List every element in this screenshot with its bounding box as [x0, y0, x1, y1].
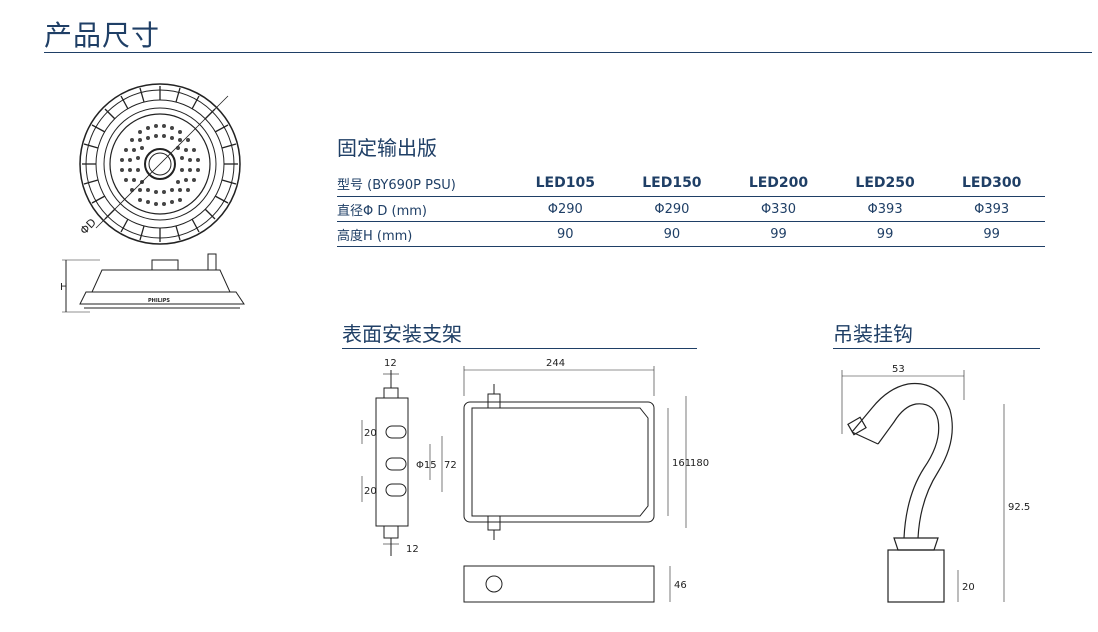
- dim-slot2: 20: [364, 486, 377, 497]
- dim-length: 244: [546, 358, 565, 369]
- dia-label: ΦD: [78, 216, 99, 237]
- bracket-section-title: 表面安装支架: [342, 322, 462, 346]
- dim-outer-height: 180: [690, 458, 709, 469]
- dim-depth: 46: [674, 580, 687, 591]
- fixed-section-title: 固定输出版: [337, 136, 437, 160]
- table-row: 直径Φ D (mm) Φ290 Φ290 Φ330 Φ393 Φ393: [337, 196, 1045, 222]
- row-label: 高度H (mm): [337, 221, 512, 247]
- table-cell: Φ393: [831, 196, 939, 222]
- table-header-row: 型号 (BY690P PSU) LED105 LED150 LED200 LED…: [337, 170, 1045, 197]
- lamp-drawing: ΦD H PHILIPS: [60, 83, 245, 313]
- table-row: 高度H (mm) 90 90 99 99 99: [337, 221, 1045, 247]
- dim-slot1: 20: [364, 428, 377, 439]
- header-label: 型号 (BY690P PSU): [337, 170, 512, 197]
- title-divider: [44, 52, 1092, 53]
- bracket-section-divider: [342, 348, 697, 349]
- brand-label: PHILIPS: [148, 298, 170, 304]
- model-header: LED250: [831, 170, 939, 197]
- dim-hole: Φ15: [416, 460, 437, 471]
- dim-hook-width: 53: [892, 364, 905, 375]
- table-cell: 99: [831, 221, 939, 247]
- table-cell: Φ330: [725, 196, 832, 222]
- table-cell: 90: [618, 221, 726, 247]
- model-header: LED200: [725, 170, 832, 197]
- table-cell: Φ290: [618, 196, 726, 222]
- model-header: LED105: [512, 170, 619, 197]
- dim-inner-height: 161: [672, 458, 691, 469]
- page-title: 产品尺寸: [44, 19, 161, 52]
- dim-spacing: 72: [444, 460, 457, 471]
- dim-top-width: 12: [384, 358, 397, 369]
- model-header: LED150: [618, 170, 726, 197]
- table-cell: Φ393: [938, 196, 1045, 222]
- table-cell: Φ290: [512, 196, 619, 222]
- row-label: 直径Φ D (mm): [337, 196, 512, 222]
- hook-section-title: 吊装挂钩: [833, 322, 913, 346]
- model-header: LED300: [938, 170, 1045, 197]
- table-cell: 99: [725, 221, 832, 247]
- dim-hook-height: 92.5: [1008, 502, 1030, 513]
- table-cell: 90: [512, 221, 619, 247]
- table-cell: 99: [938, 221, 1045, 247]
- hook-drawing: 53 92.5 20: [841, 364, 1030, 603]
- spec-table: 型号 (BY690P PSU) LED105 LED150 LED200 LED…: [337, 170, 1045, 247]
- hook-section-divider: [833, 348, 1040, 349]
- height-label: H: [60, 282, 68, 293]
- dim-bottom-width: 12: [406, 544, 419, 555]
- bracket-drawing: 12 12 20 20 Φ15 72 244 161 180 46: [361, 358, 709, 603]
- dim-hook-base: 20: [962, 582, 975, 593]
